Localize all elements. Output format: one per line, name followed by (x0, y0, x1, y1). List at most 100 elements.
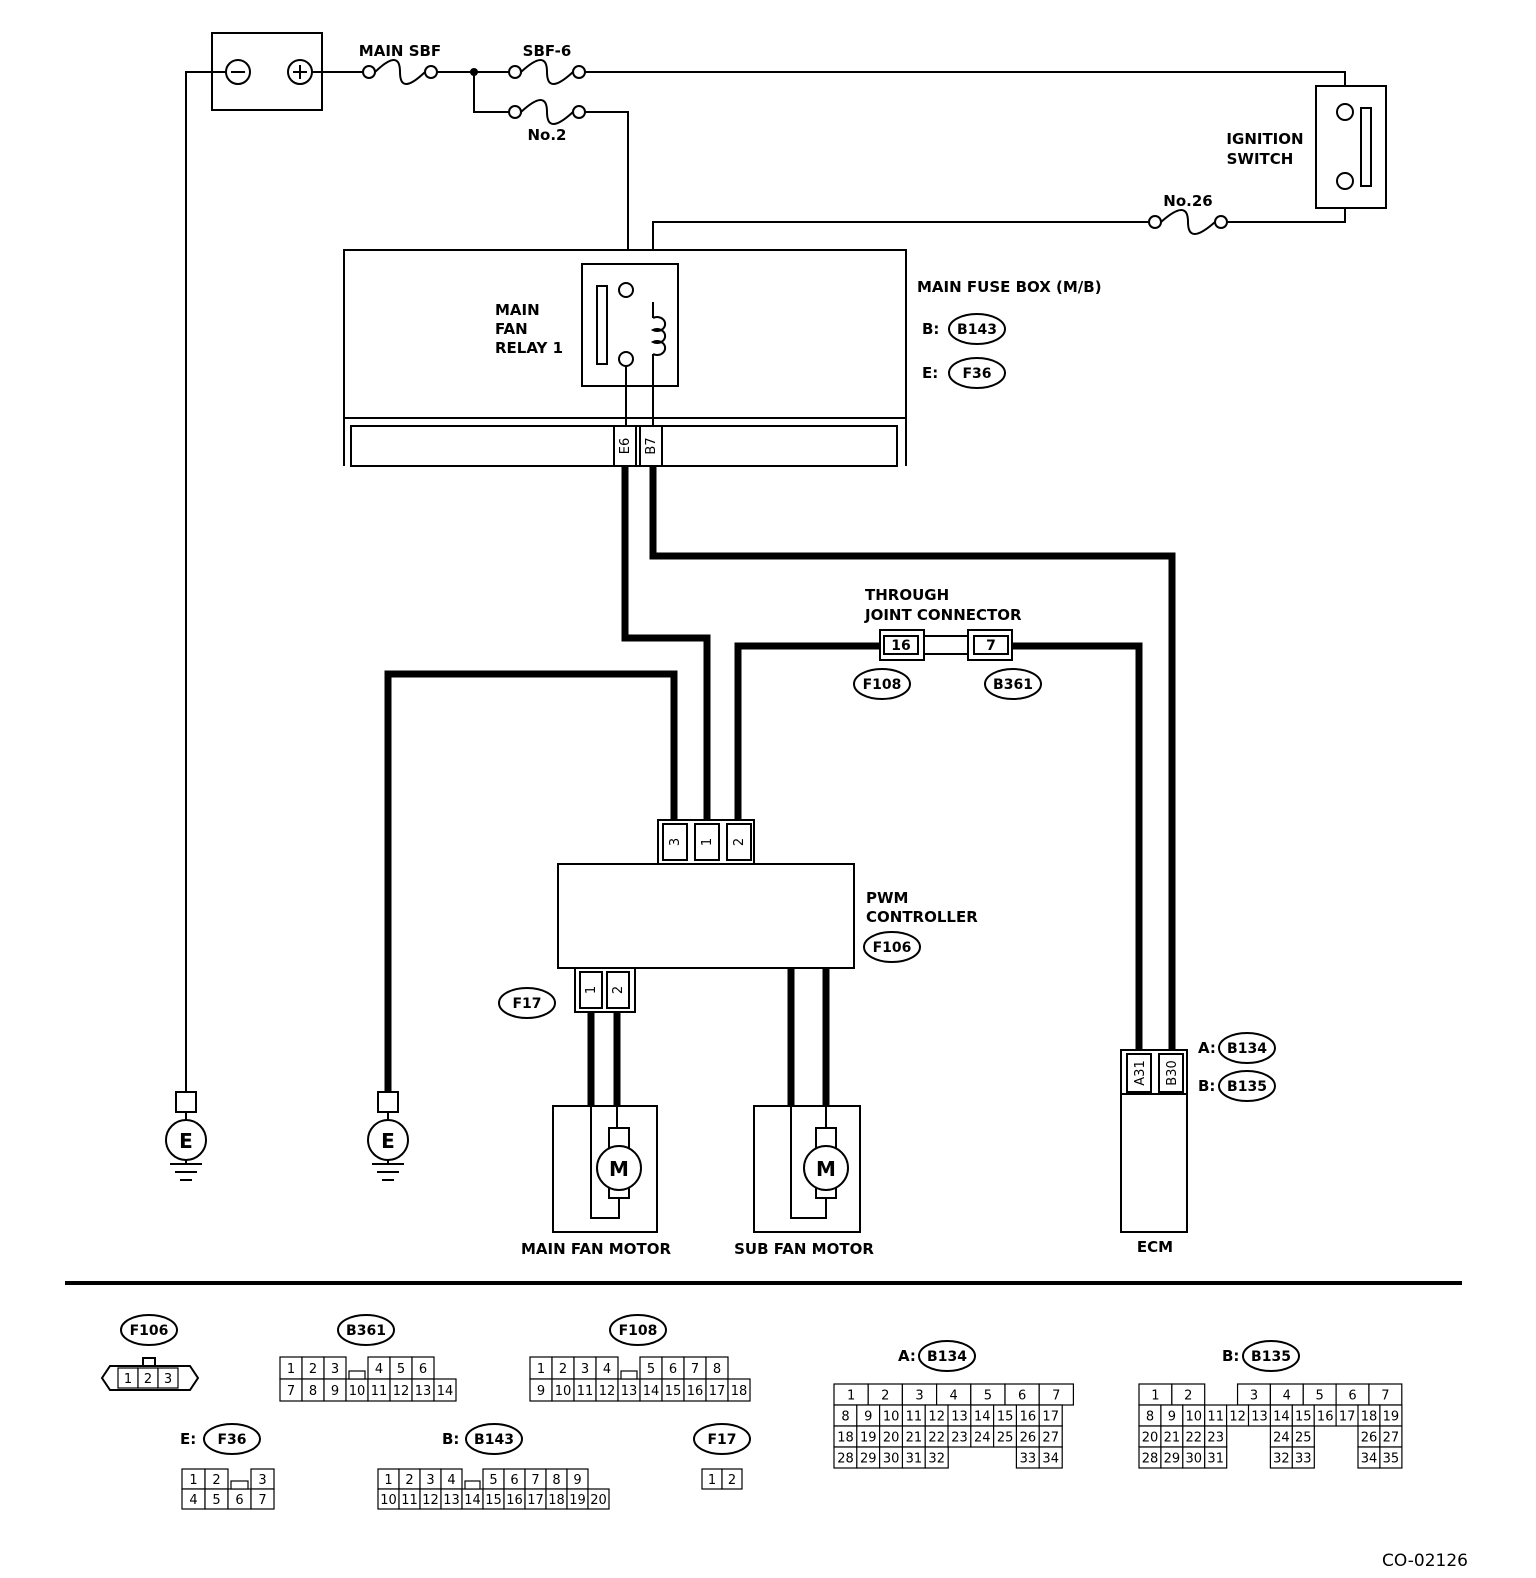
pin-number: 1 (189, 1473, 197, 1488)
pin-number: 5 (489, 1473, 497, 1488)
pin-number: 1 (537, 1362, 545, 1377)
pin-7: 7 (986, 638, 996, 654)
pin-number: 7 (691, 1362, 699, 1377)
pin-number: 18 (731, 1384, 748, 1399)
pin-number: 15 (665, 1384, 682, 1399)
ref-f36: F36 (962, 366, 991, 382)
pin-number: 20 (590, 1493, 607, 1508)
legend-ref-b143: B143 (474, 1432, 514, 1448)
legend-ref-f106: F106 (130, 1323, 169, 1339)
pin-number: 31 (1207, 1452, 1224, 1467)
pin-number: 3 (426, 1473, 434, 1488)
pin-number: 5 (984, 1389, 992, 1404)
pin-number: 32 (928, 1452, 945, 1467)
through-label-2: JOINT CONNECTOR (864, 606, 1022, 624)
pin-number: 8 (309, 1384, 317, 1399)
pin-number: 14 (643, 1384, 660, 1399)
pin-number: 6 (235, 1493, 243, 1508)
f17-pin-2: 2 (611, 986, 626, 994)
ref-f108: F108 (863, 677, 902, 693)
pin-number: 30 (883, 1452, 900, 1467)
pwm-pin-3: 3 (668, 838, 683, 846)
pin-number: 1 (847, 1389, 855, 1404)
legend-e-prefix: E: (180, 1430, 196, 1448)
through-label-1: THROUGH (865, 586, 949, 604)
connector-key (620, 1370, 638, 1380)
pin-number: 11 (371, 1384, 388, 1399)
pin-number: 15 (997, 1410, 1014, 1425)
ignition-label-2: SWITCH (1227, 150, 1294, 168)
main-fuse-box: E6 B7 MAIN FUSE BOX (M/B) (343, 249, 1102, 467)
pin-cell (433, 1378, 457, 1402)
pwm-pin-1: 1 (700, 838, 715, 846)
pin-number: 11 (1207, 1410, 1224, 1425)
pwm-label-2: CONTROLLER (866, 908, 978, 926)
pin-number: 27 (1383, 1431, 1400, 1446)
pin-number: 30 (1186, 1452, 1203, 1467)
pin-cell (157, 1367, 179, 1389)
pin-number: 7 (1052, 1389, 1060, 1404)
pin-number: 4 (189, 1493, 197, 1508)
pin-number: 2 (728, 1473, 736, 1488)
pin-number: 24 (1273, 1431, 1290, 1446)
pin-number: 32 (1273, 1452, 1290, 1467)
main-motor-symbol: M (609, 1157, 629, 1181)
main-sbf-label: MAIN SBF (359, 42, 441, 60)
pin-number: 9 (331, 1384, 339, 1399)
pin-number: 2 (144, 1372, 152, 1387)
pin-number: 25 (997, 1431, 1014, 1446)
pin-number: 10 (349, 1384, 366, 1399)
pin-number: 9 (537, 1384, 545, 1399)
pin-cell (727, 1378, 751, 1402)
pin-number: 16 (687, 1384, 704, 1399)
pin-number: 12 (393, 1384, 410, 1399)
sbf6-label: SBF-6 (523, 42, 572, 60)
pin-number: 18 (548, 1493, 565, 1508)
connector-key (230, 1480, 249, 1490)
sub-fan-motor: M SUB FAN MOTOR (734, 1105, 874, 1258)
main-fan-motor: M MAIN FAN MOTOR (521, 1105, 671, 1258)
pin-number: 14 (1273, 1410, 1290, 1425)
pin-number: 9 (864, 1410, 872, 1425)
pin-number: 19 (860, 1431, 877, 1446)
pin-number: 9 (573, 1473, 581, 1488)
main-fan-relay-1: MAIN FAN RELAY 1 (495, 263, 679, 426)
ref-f17: F17 (512, 996, 541, 1012)
pin-number: 1 (708, 1473, 716, 1488)
no26-fuse: No.26 (1148, 192, 1228, 235)
pin-number: 3 (1250, 1389, 1258, 1404)
pin-number: 7 (287, 1384, 295, 1399)
pin-number: 18 (1361, 1410, 1378, 1425)
harness-wires (384, 466, 1176, 1108)
connector-key (348, 1370, 366, 1380)
ignition-switch: IGNITION SWITCH (1226, 85, 1387, 209)
pin-number: 14 (464, 1493, 481, 1508)
no26-label: No.26 (1163, 192, 1212, 210)
pin-number: 1 (124, 1372, 132, 1387)
b-prefix-ecm-label: B: (1198, 1077, 1215, 1095)
ref-b135-ecm: B135 (1227, 1079, 1267, 1095)
pin-number: 31 (906, 1452, 923, 1467)
f17-pin-1: 1 (584, 986, 599, 994)
ref-b134: B134 (1227, 1041, 1267, 1057)
pin-number: 33 (1295, 1452, 1312, 1467)
pin-number: 14 (974, 1410, 991, 1425)
pin-e6: E6 (618, 438, 633, 455)
pin-number: 11 (577, 1384, 594, 1399)
pin-number: 17 (1339, 1410, 1356, 1425)
pin-number: 4 (950, 1389, 958, 1404)
pin-number: 29 (860, 1452, 877, 1467)
pin-number: 19 (569, 1493, 586, 1508)
pin-number: 5 (647, 1362, 655, 1377)
pin-number: 2 (309, 1362, 317, 1377)
pwm-controller: 3 1 2 1 2 PWM CONTROLLER F106 F17 (498, 819, 978, 1019)
pin-number: 6 (419, 1362, 427, 1377)
pin-number: 5 (1316, 1389, 1324, 1404)
pin-cell (1204, 1446, 1228, 1469)
fuse-box-refs: B: B143 E: F36 (922, 313, 1006, 389)
